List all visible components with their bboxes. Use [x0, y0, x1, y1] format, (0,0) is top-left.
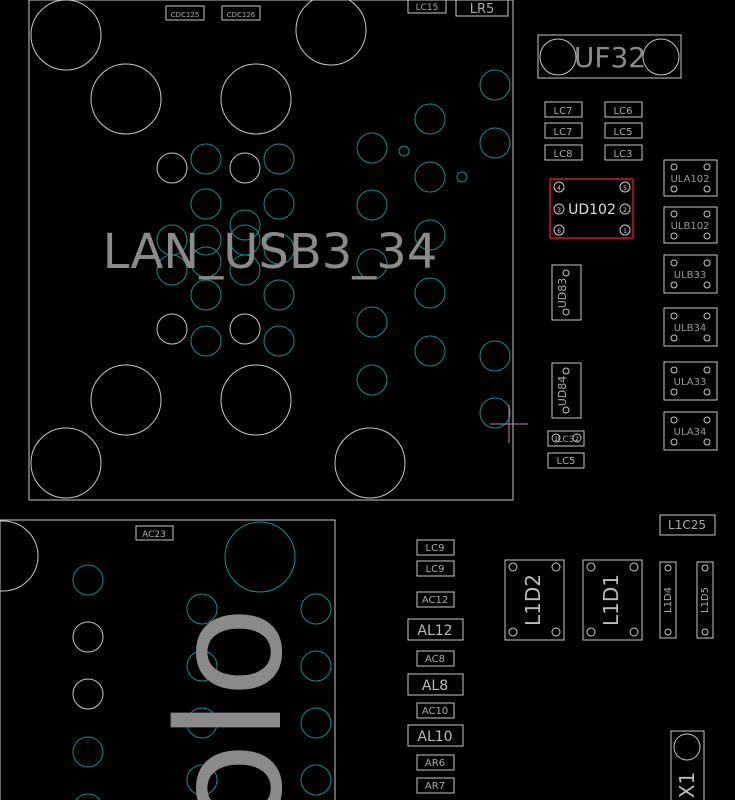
- lan-usb3-vias: [156, 69, 511, 429]
- ulb102-label: ULB102: [671, 221, 710, 232]
- ar6-label: AR6: [425, 758, 445, 769]
- lc9b-label: LC9: [426, 564, 445, 575]
- lc8-label: LC8: [554, 149, 573, 160]
- ud83-part[interactable]: [551, 264, 582, 321]
- ul-parts-column: [663, 159, 718, 451]
- al10-label: AL10: [417, 729, 452, 745]
- ar7-label: AR7: [425, 781, 445, 792]
- lc15-label: LC15: [416, 3, 439, 13]
- mount-hole: [30, 427, 102, 499]
- ud102-pin1: 1: [623, 228, 627, 235]
- audio-outline: [0, 519, 336, 800]
- lr5-label: LR5: [470, 2, 495, 17]
- ac12-label: AC12: [422, 595, 448, 606]
- mid-column-parts: [407, 539, 464, 794]
- l1d4-label: L1D4: [663, 587, 674, 613]
- ud83-label: UD83: [556, 278, 569, 309]
- lc7b-label: LC7: [554, 127, 573, 138]
- mount-hole: [0, 520, 39, 592]
- lc-parts-group: [544, 101, 643, 161]
- ud102-label: UD102: [568, 202, 616, 218]
- lan-usb3-designator: LAN_USB3_34: [103, 224, 438, 280]
- al8-label: AL8: [422, 678, 448, 694]
- ula102-label: ULA102: [670, 174, 709, 185]
- pin: [156, 313, 188, 345]
- pin: [72, 678, 104, 710]
- lc3b-pin1: 1: [554, 436, 558, 443]
- top-small-parts: [165, 0, 509, 21]
- ac23-part: [135, 525, 174, 541]
- x1-label: X1: [675, 772, 699, 798]
- mount-hole: [295, 0, 367, 66]
- audio-footprint[interactable]: [0, 519, 336, 800]
- pin: [229, 152, 261, 184]
- l1d5-label: L1D5: [700, 587, 711, 613]
- crosshair-cursor: [490, 405, 528, 443]
- cdc125-label: CDC125: [171, 11, 200, 19]
- lc5-label: LC5: [614, 127, 633, 138]
- ac23-label: AC23: [142, 530, 166, 540]
- ud84-part[interactable]: [551, 362, 582, 419]
- lc9-label: LC9: [426, 543, 445, 554]
- uf32-label: UF32: [574, 41, 646, 74]
- mount-hole: [334, 427, 406, 499]
- l1d-parts: [504, 514, 716, 800]
- lc7-label: LC7: [554, 106, 573, 117]
- ud102-pin2: 2: [623, 207, 627, 214]
- lc6-label: LC6: [614, 106, 633, 117]
- l1d1-label: L1D1: [599, 574, 623, 626]
- audio-vias: [72, 521, 332, 800]
- mount-hole: [220, 364, 292, 436]
- ulb33-label: ULB33: [674, 270, 706, 281]
- ud102-pin5: 5: [623, 185, 627, 192]
- pin: [156, 152, 188, 184]
- pin: [72, 621, 104, 653]
- lan-usb3-outline: [28, 0, 514, 501]
- mount-hole: [90, 364, 162, 436]
- ud84-label: UD84: [556, 376, 569, 407]
- l1c25-label: L1C25: [668, 518, 706, 532]
- uf32-part[interactable]: [537, 34, 682, 79]
- cdc126-label: CDC126: [227, 11, 256, 19]
- lc-lower-parts: [547, 430, 585, 469]
- ul-pad-circles: [670, 163, 711, 446]
- ud102-pin6: 6: [557, 228, 561, 235]
- ula33-label: ULA33: [674, 377, 707, 388]
- pin: [229, 313, 261, 345]
- mount-hole: [30, 0, 102, 71]
- ulb34-label: ULB34: [674, 323, 706, 334]
- mount-hole: [220, 63, 292, 135]
- ac8-label: AC8: [425, 654, 445, 665]
- lan-usb3-footprint[interactable]: [28, 0, 514, 501]
- al12-label: AL12: [417, 623, 452, 639]
- mount-hole: [90, 63, 162, 135]
- ula34-label: ULA34: [674, 427, 707, 438]
- ud102-part-selected[interactable]: [549, 178, 634, 239]
- lc5b-label: LC5: [557, 456, 576, 467]
- audio-designator: oIo: [142, 606, 316, 800]
- ud102-pin3: 3: [557, 207, 561, 214]
- lc3-label: LC3: [614, 149, 633, 160]
- ud102-pin4: 4: [557, 185, 561, 192]
- lc3b-label: LC3: [557, 435, 574, 445]
- ac10-label: AC10: [422, 706, 448, 717]
- lc3b-pin2: 2: [575, 436, 579, 443]
- l1d2-label: L1D2: [521, 574, 545, 626]
